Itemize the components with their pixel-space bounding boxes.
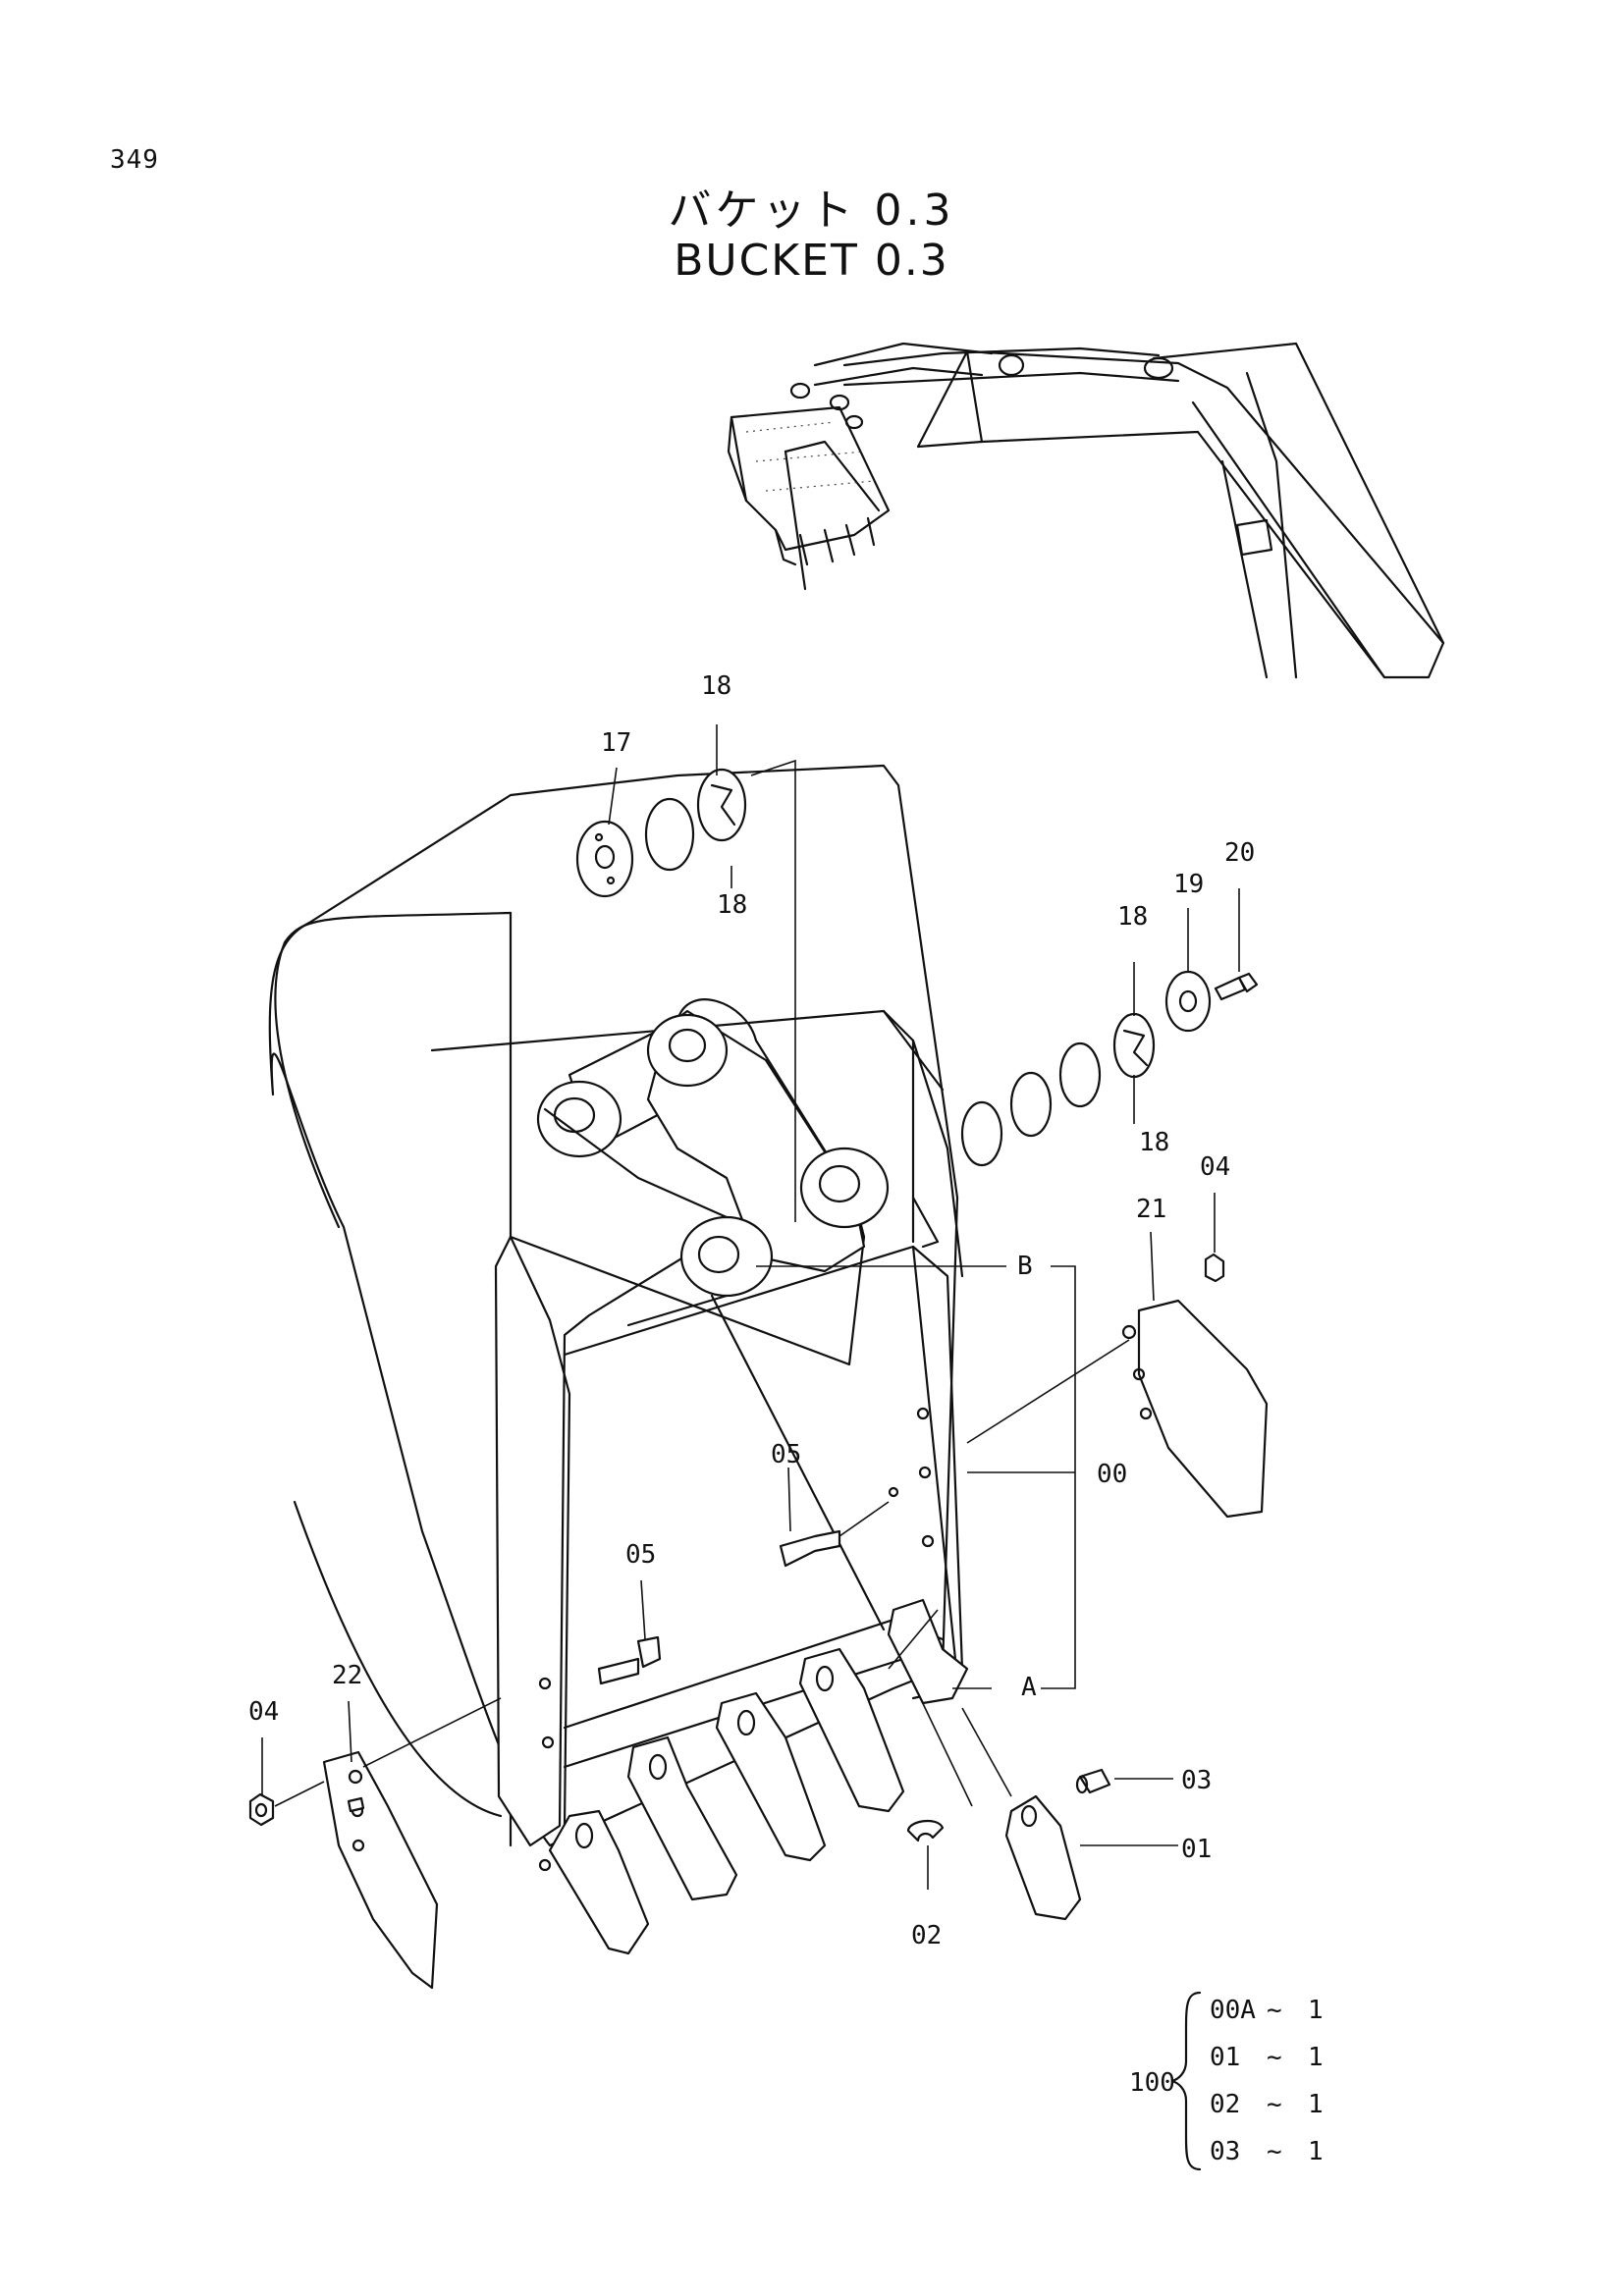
kit-row: 03 ~ 1 — [1210, 2137, 1324, 2166]
kit-row-part: 02 — [1210, 2090, 1240, 2119]
callout-01: 01 — [1181, 1835, 1212, 1864]
callout-21: 21 — [1136, 1195, 1166, 1224]
page-number: 349 — [110, 145, 159, 175]
bucket-teeth — [548, 1598, 1111, 1955]
callout-A: A — [1021, 1673, 1037, 1702]
bolts — [597, 972, 1259, 1685]
kit-row-qty: 1 — [1308, 2137, 1324, 2166]
title-japanese: バケット 0.3 — [668, 186, 955, 236]
callout-18-right-top: 18 — [1117, 902, 1148, 932]
callout-18-right-bottom: 18 — [1139, 1128, 1169, 1157]
callout-18-bottom: 18 — [717, 890, 747, 920]
kit-row: 02 ~ 1 — [1210, 2090, 1324, 2119]
kit-row-sep: ~ — [1267, 2043, 1282, 2072]
kit-row-qty: 1 — [1308, 2090, 1324, 2119]
callout-04-left: 04 — [248, 1697, 279, 1727]
kit-row-qty: 1 — [1308, 1996, 1324, 2025]
callout-17: 17 — [601, 728, 631, 758]
kit-set-table: 100 00A ~ 1 01 ~ 1 02 ~ 1 03 ~ 1 — [1129, 1991, 1324, 2171]
kit-row-qty: 1 — [1308, 2043, 1324, 2072]
bucket-link-brackets — [536, 998, 940, 1327]
callout-00: 00 — [1097, 1460, 1127, 1489]
kit-row-part: 01 — [1210, 2043, 1240, 2072]
kit-row: 01 ~ 1 — [1210, 2043, 1324, 2072]
callout-05-top: 05 — [771, 1440, 801, 1469]
callout-B: B — [1017, 1252, 1033, 1281]
title-english: BUCKET 0.3 — [674, 236, 949, 286]
callout-03: 03 — [1181, 1766, 1212, 1795]
kit-row-part: 00A — [1210, 1996, 1256, 2025]
callout-05-bottom: 05 — [625, 1540, 656, 1570]
callout-18-top: 18 — [701, 671, 731, 701]
bucket-body — [268, 764, 964, 1872]
kit-row-part: 03 — [1210, 2137, 1240, 2166]
callout-19: 19 — [1173, 870, 1204, 899]
shims-and-spacers — [575, 768, 1212, 1167]
leader-lines — [261, 724, 1240, 1890]
side-cutters — [248, 1253, 1269, 1990]
callout-22: 22 — [332, 1661, 362, 1690]
kit-row: 00A ~ 1 — [1210, 1996, 1324, 2025]
callout-labels: 17 18 18 18 18 19 20 04 21 04 22 05 05 0… — [248, 671, 1255, 1950]
kit-row-sep: ~ — [1267, 2137, 1282, 2166]
callout-02: 02 — [911, 1921, 942, 1950]
callout-04-right: 04 — [1200, 1152, 1230, 1182]
kit-row-sep: ~ — [1267, 2090, 1282, 2119]
kit-number: 100 — [1129, 2068, 1175, 2098]
callout-20: 20 — [1224, 838, 1255, 868]
excavator-arm-illustration — [727, 342, 1445, 679]
kit-row-sep: ~ — [1267, 1996, 1282, 2025]
